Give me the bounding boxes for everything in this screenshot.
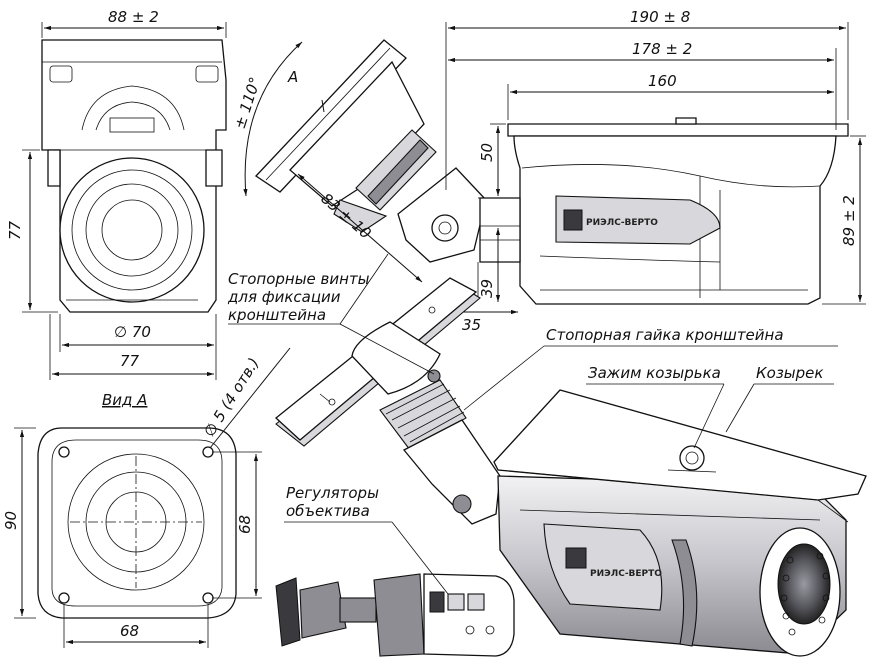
label-lens-adjusters-1: Регуляторы: [286, 484, 379, 502]
label-lens-adjusters-2: объектива: [286, 502, 370, 520]
iso-brand: РИЭЛС-ВЕРТО: [590, 569, 662, 579]
lens-adjuster-inset: [275, 573, 515, 657]
front-view: [41, 39, 227, 313]
dim-housing-length: 178 ± 2: [632, 40, 692, 58]
label-lock-nut: Стопорная гайка кронштейна: [546, 326, 784, 344]
dim-front-base-width: 77: [120, 352, 140, 370]
label-visor: Козырек: [756, 364, 823, 382]
dim-front-width: 88 ± 2: [108, 8, 159, 26]
dim-holes: ∅ 5 (4 отв.): [200, 355, 263, 441]
dim-base-height: 90: [2, 511, 20, 530]
label-lock-screws-2: для фиксации: [227, 288, 341, 306]
dim-mount-offset: 39: [478, 279, 496, 298]
view-a-base: Вид А: [37, 391, 237, 619]
camera-3d-view: РИЭЛС-ВЕРТО: [275, 277, 867, 657]
view-marker-a: A: [287, 68, 298, 86]
bracket-angle-view: A ± 110° 83 ± 10: [231, 39, 487, 283]
side-brand: РИЭЛС-ВЕРТО: [586, 218, 658, 228]
label-view-a: Вид А: [102, 391, 147, 409]
dim-total-length: 190 ± 8: [630, 8, 690, 26]
dim-mount-depth: 35: [462, 316, 481, 334]
dim-visor-length: 160: [648, 72, 677, 90]
side-view: РИЭЛС-ВЕРТО: [479, 117, 849, 305]
dim-visor-height: 50: [478, 143, 496, 162]
label-visor-clamp: Зажим козырька: [588, 364, 721, 382]
side-dims: 190 ± 8 178 ± 2 160 50 89 ± 2 39 35: [445, 8, 866, 334]
dim-front-height: 77: [6, 220, 24, 240]
dim-lens-diameter: ∅ 70: [114, 323, 151, 341]
dim-base-hole-v: 68: [236, 515, 254, 534]
callouts: Стопорные винты для фиксации кронштейна …: [227, 253, 838, 595]
dim-tilt-angle: ± 110°: [231, 75, 265, 131]
label-lock-screws-1: Стопорные винты: [228, 270, 370, 288]
front-dims: 88 ± 2 77 ∅ 70 77: [6, 8, 227, 380]
dim-total-height: 89 ± 2: [840, 195, 858, 246]
label-lock-screws-3: кронштейна: [228, 306, 326, 324]
dim-base-hole-h: 68: [120, 622, 139, 640]
